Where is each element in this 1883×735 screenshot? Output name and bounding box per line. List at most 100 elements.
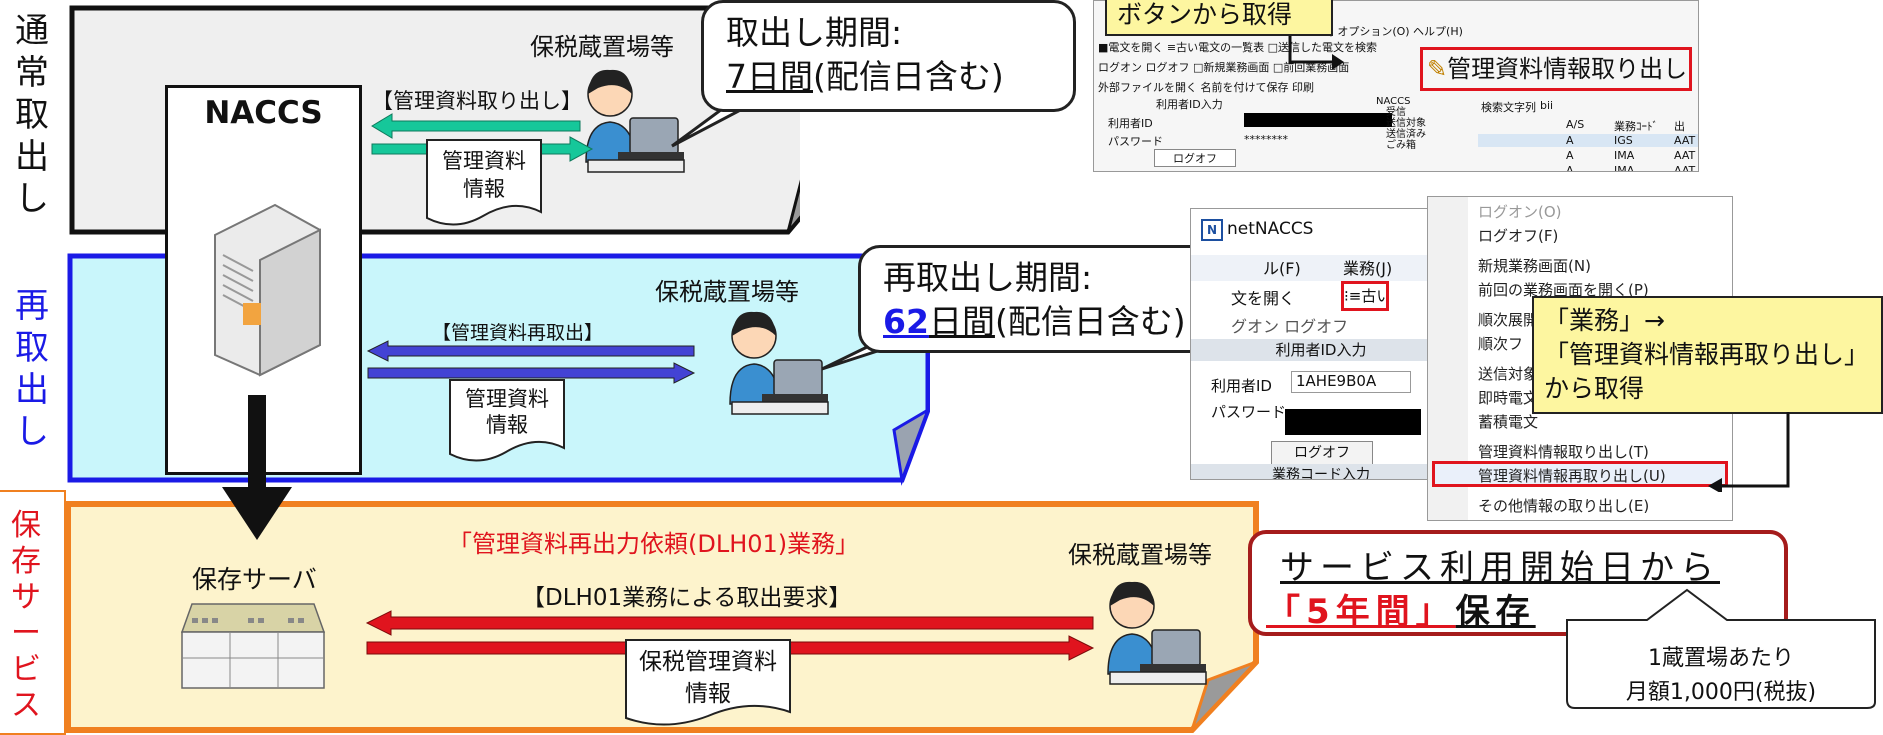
- ss-top-password-label: パスワード: [1108, 135, 1163, 148]
- period-days-unit-re: 日間: [928, 302, 995, 341]
- ss-bottom-password-redacted[interactable]: [1285, 409, 1421, 435]
- menu-item-logoff[interactable]: ログオフ(F): [1478, 227, 1559, 245]
- ss-top-login-header: 利用者ID入力: [1156, 98, 1223, 111]
- ss-bottom-title: netNACCS: [1227, 219, 1314, 239]
- ss-top-toolbar3: 外部ファイルを開く 名前を付けて保存 印刷: [1098, 81, 1314, 94]
- note-bottom-line-1: 「業務」→: [1544, 306, 1665, 335]
- netnaccs-logo-icon: N: [1201, 219, 1223, 241]
- ss-top-search-value[interactable]: bii: [1540, 99, 1554, 112]
- fee-line-1: 1蔵置場あたり: [1648, 646, 1794, 671]
- staff-icon: [1107, 581, 1207, 685]
- ss-bottom-userid-label: 利用者ID: [1211, 377, 1272, 395]
- period-bubble-normal: 取出し期間: 7日間(配信日含む): [701, 0, 1076, 112]
- ss-bottom-menu-file[interactable]: ル(F): [1263, 259, 1301, 278]
- ss-bottom-menu-gyomu[interactable]: 業務(J): [1343, 259, 1393, 278]
- doc-shape-storage: [625, 639, 791, 726]
- period-days-re: 62: [883, 302, 929, 341]
- note-top: ボタンから取得: [1105, 0, 1333, 36]
- doc-line-2-normal: 情報: [463, 177, 505, 201]
- ss-top-tree: NACCS 受信 送信対象 送信済み ごみ箱: [1376, 96, 1426, 151]
- ss-top-userid-redacted: [1244, 113, 1392, 127]
- menu-item-logon[interactable]: ログオン(O): [1478, 203, 1562, 221]
- facility-label-storage: 保税蔵置場等: [1068, 541, 1212, 569]
- ss-bottom-toolbar2: グオン ログオフ: [1231, 317, 1349, 336]
- ss-bottom-old-button[interactable]: ⁝≡古い電: [1341, 281, 1389, 311]
- menu-item-seq2[interactable]: 順次フ: [1478, 335, 1524, 353]
- doc-shape-re: [449, 379, 565, 462]
- period-value-normal: 7日間(配信日含む): [726, 55, 1051, 99]
- staff-icon: [729, 311, 829, 415]
- doc-line-2-storage: 情報: [685, 681, 731, 707]
- ss-bottom-logoff-button[interactable]: ログオフ: [1271, 441, 1373, 465]
- server-icon: [214, 203, 321, 377]
- ss-bottom-toolbar1: 文を開く: [1231, 289, 1296, 308]
- flow-label-storage: 【DLH01業務による取出要求】: [522, 585, 852, 611]
- facility-label-normal: 保税蔵置場等: [530, 33, 674, 61]
- ss-bottom-userid-value[interactable]: 1AHE9B0A: [1291, 371, 1411, 393]
- retention-suffix: 保存: [1455, 592, 1536, 632]
- period-note-re: (配信日含む): [994, 302, 1186, 341]
- doc-line-1-re: 管理資料: [465, 387, 549, 411]
- menu-item-other[interactable]: その他情報の取り出し(E): [1478, 497, 1650, 515]
- table-row[interactable]: A IMA AAT: [1566, 164, 1696, 172]
- menu-item-instant[interactable]: 即時電文: [1478, 389, 1539, 407]
- naccs-label: NACCS: [204, 95, 323, 131]
- period-days-normal: 7日間: [726, 57, 813, 96]
- tree-item[interactable]: 受信: [1386, 107, 1406, 118]
- ss-bottom-login-header: 利用者ID入力: [1191, 339, 1449, 361]
- doc-line-1-normal: 管理資料: [442, 149, 526, 173]
- doc-line-2-re: 情報: [486, 413, 528, 437]
- note-bottom-connector: [1708, 412, 1790, 492]
- ss-top-search-label: 検索文字列: [1481, 101, 1536, 114]
- row-label-storage: 保存サービス: [11, 508, 41, 723]
- flow-label-re: 【管理資料再取出】: [432, 322, 604, 344]
- menu-item-reretrieve-highlight[interactable]: [1432, 461, 1728, 487]
- server-label-storage: 保存サーバ: [192, 565, 317, 594]
- note-bottom-line-2: 「管理資料情報再取り出し」: [1544, 340, 1870, 369]
- menu-item-seq1[interactable]: 順次展開: [1478, 311, 1539, 329]
- period-value-re: 62日間(配信日含む): [883, 300, 1213, 344]
- tree-item[interactable]: ごみ箱: [1386, 140, 1416, 151]
- ss-bottom-menubar: [1191, 255, 1449, 281]
- staff-icon: [585, 69, 685, 173]
- ss-top-logoff-button[interactable]: ログオフ: [1154, 149, 1236, 167]
- retention-prefix: サービス利用開始日から: [1280, 548, 1720, 588]
- period-title-re: 再取出し期間:: [883, 258, 1093, 297]
- arrows-re: [366, 340, 696, 384]
- storage-title: 「管理資料再出力依頼(DLH01)業務」: [448, 530, 860, 558]
- gyomu-dropdown-menu: ログオン(O) ログオフ(F) 新規業務画面(N) 前回の業務画面を開く(P) …: [1427, 196, 1733, 521]
- tree-item[interactable]: NACCS: [1376, 96, 1411, 107]
- document-icon: ✎: [1427, 55, 1448, 83]
- naccs-down-arrow: [222, 395, 292, 540]
- ss-bottom-code-label: 業務コード入力: [1191, 464, 1449, 479]
- retention-period-line: 「5年間」保存: [1266, 584, 1536, 633]
- row-label-normal: 通常取出し: [15, 11, 49, 219]
- table-row[interactable]: A IGS AAT: [1478, 134, 1698, 147]
- ss-top-toolbar2: ログオン ログオフ □新規業務画面 □前回業務画面: [1098, 61, 1350, 74]
- period-note-normal: (配信日含む): [813, 57, 1004, 96]
- ss-top-userid-label: 利用者ID: [1108, 117, 1153, 130]
- menu-item-send[interactable]: 送信対象: [1478, 365, 1539, 383]
- menu-item-stored[interactable]: 蓄積電文: [1478, 413, 1539, 431]
- ss-top-menu: V) オプション(O) ヘルプ(H): [1322, 25, 1463, 38]
- retention-period: 「5年間」: [1266, 592, 1456, 632]
- list-icon: ⁝≡: [1344, 287, 1362, 305]
- period-bubble-re: 再取出し期間: 62日間(配信日含む): [858, 245, 1238, 353]
- period-title-normal: 取出し期間:: [726, 13, 903, 52]
- menu-item-new[interactable]: 新規業務画面(N): [1478, 257, 1591, 275]
- menu-item-reretrieve[interactable]: 管理資料情報再取り出し(U): [1478, 467, 1666, 485]
- tree-item[interactable]: 送信済み: [1386, 129, 1426, 140]
- fee-callout: [1566, 588, 1876, 709]
- menu-item-previous[interactable]: 前回の業務画面を開く(P): [1478, 281, 1649, 299]
- menu-item-retrieve[interactable]: 管理資料情報取り出し(T): [1478, 443, 1649, 461]
- flow-label-normal: 【管理資料取り出し】: [372, 89, 582, 113]
- ss-top-password-value: ********: [1244, 133, 1288, 146]
- ss-top-highlight-button[interactable]: ✎管理資料情報取り出し: [1420, 47, 1692, 91]
- table-row[interactable]: A IMA AAT: [1566, 149, 1696, 162]
- note-bottom-line-3: から取得: [1544, 374, 1645, 403]
- arrows-storage: [365, 610, 1095, 661]
- note-bottom: 「業務」→ 「管理資料情報再取り出し」 から取得: [1532, 296, 1883, 414]
- row-label-re: 再取出し: [15, 286, 49, 452]
- note-top-text: ボタンから取得: [1117, 0, 1293, 29]
- tree-item[interactable]: 送信対象: [1386, 118, 1426, 129]
